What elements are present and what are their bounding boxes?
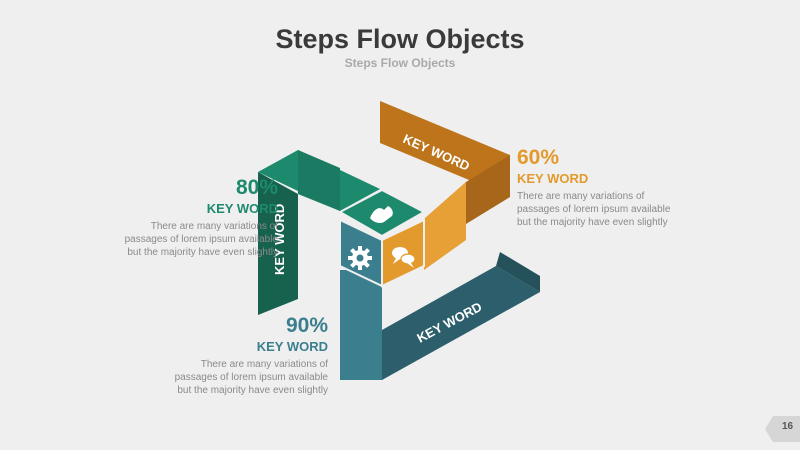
step-90-keyword: KEY WORD	[256, 339, 328, 354]
step-90-desc-line: but the majority have even slightly	[177, 385, 328, 396]
teal-band-bottom	[382, 266, 540, 380]
step-80-desc-line: but the majority have even slightly	[127, 247, 278, 258]
gear-icon	[348, 246, 372, 270]
teal-band-front	[340, 270, 382, 380]
orange-block-upper	[424, 182, 466, 270]
step-60-block: 60% KEY WORD There are many variations o…	[517, 146, 707, 229]
step-80-desc-line: passages of lorem ipsum available	[124, 234, 278, 245]
step-60-description: There are many variations of passages of…	[517, 190, 707, 229]
step-90-block: 90% KEY WORD There are many variations o…	[140, 314, 328, 397]
step-60-desc-line: There are many variations of	[517, 191, 645, 202]
step-60-desc-line: passages of lorem ipsum available	[517, 204, 671, 215]
orange-step: KEY WORD	[380, 101, 510, 270]
page-title: Steps Flow Objects	[275, 24, 525, 54]
step-80-block: 80% KEY WORD There are many variations o…	[60, 176, 278, 259]
center-cube	[337, 188, 427, 288]
step-90-desc-line: passages of lorem ipsum available	[174, 372, 328, 383]
step-90-description: There are many variations of passages of…	[140, 358, 328, 397]
green-band-inner	[298, 150, 340, 211]
step-60-percent: 60%	[517, 146, 560, 169]
step-80-description: There are many variations of passages of…	[60, 220, 278, 259]
chat-bubbles-icon	[392, 247, 416, 268]
step-90-desc-line: There are many variations of	[200, 359, 328, 370]
step-90-percent: 90%	[285, 314, 328, 337]
green-band-left	[258, 172, 298, 315]
step-80-desc-line: There are many variations of	[150, 221, 278, 232]
orange-band-right	[466, 155, 510, 224]
green-band-label: KEY WORD	[272, 204, 287, 275]
step-80-percent: 80%	[235, 176, 278, 199]
step-80-keyword: KEY WORD	[206, 201, 278, 216]
handshake-icon	[370, 206, 393, 223]
step-60-desc-line: but the majority have even slightly	[517, 217, 668, 228]
green-step: KEY WORD	[258, 150, 380, 315]
teal-step: KEY WORD	[340, 252, 540, 380]
page-subtitle: Steps Flow Objects	[344, 56, 456, 70]
page-number-badge	[765, 416, 800, 442]
teal-band-end	[496, 252, 540, 292]
page-number: 16	[781, 421, 794, 432]
step-60-keyword: KEY WORD	[517, 171, 589, 186]
orange-band-top	[380, 101, 510, 197]
